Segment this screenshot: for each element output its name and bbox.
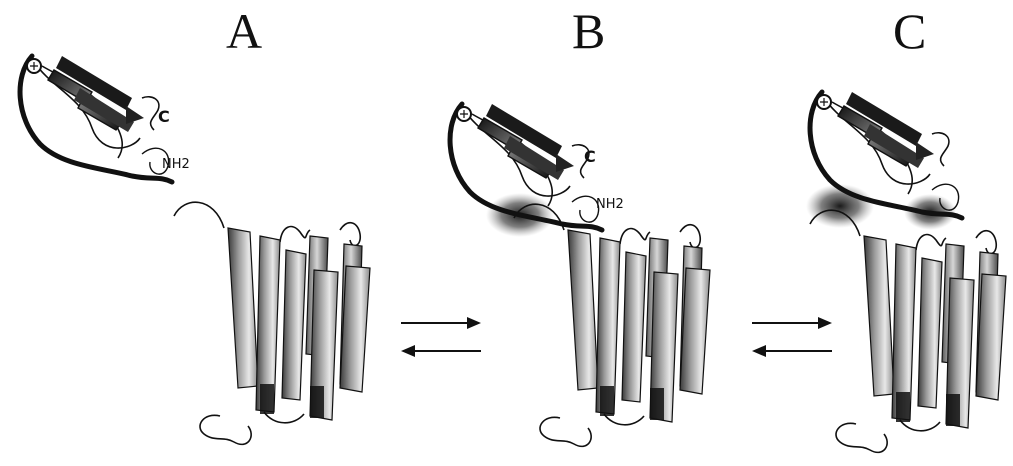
c-terminus-label-b: C [584,147,596,166]
receptor-a [174,202,370,444]
c-terminus-label-a: C [158,107,170,126]
equilibrium-arrows-icon [752,317,832,357]
n-terminus-label-b: NH2 [596,197,624,212]
panel-a-group: C NH2 [20,56,370,444]
peptide-ligand-a [20,56,172,182]
n-terminus-label-a: NH2 [162,157,190,172]
receptor-c [810,210,1006,452]
panel-b-group: C NH2 [450,104,710,446]
equilibrium-arrows-icon [401,317,481,357]
panel-c-group [806,92,1006,452]
receptor-b [514,204,710,446]
